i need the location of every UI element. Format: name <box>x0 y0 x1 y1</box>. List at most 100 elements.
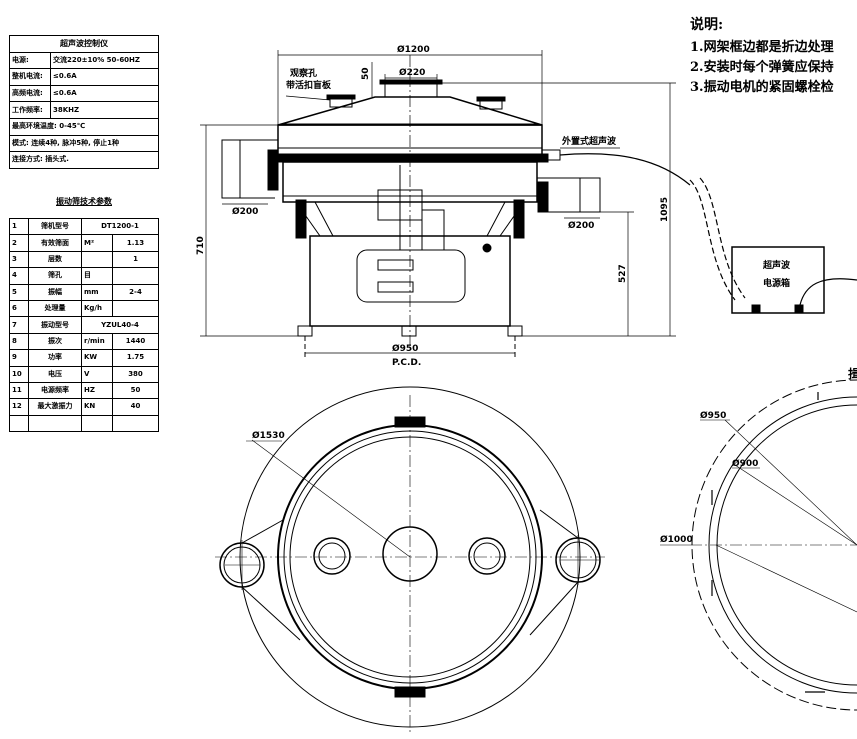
dim-d1200: Ø1200 <box>397 44 430 55</box>
table-cell: 38KHZ <box>50 101 159 119</box>
table-cell: 9 <box>9 349 29 367</box>
table-cell: 电源: <box>9 51 51 70</box>
table-cell: ≤0.6A <box>50 84 159 103</box>
table-cell: 40 <box>112 398 159 416</box>
table-cell: 10 <box>9 365 29 383</box>
ultrasonic-power-box <box>731 246 825 314</box>
spring-right <box>513 199 525 239</box>
dim-710: 710 <box>196 236 206 255</box>
table-cell: 最高环境温度: 0-45℃ <box>9 117 159 136</box>
dim-d950: Ø950 <box>392 343 418 354</box>
dim-d200-left: Ø200 <box>232 206 258 217</box>
params-table-title: 振动筛技术参数 <box>56 197 112 206</box>
foundation-view <box>660 379 857 711</box>
table-cell: 1.75 <box>112 349 159 367</box>
table-row <box>9 414 159 433</box>
table-cell: 3 <box>9 250 29 269</box>
table-cell <box>28 414 82 433</box>
dimensions <box>200 50 676 354</box>
table-cell-label: 最高环境温度: <box>12 122 57 131</box>
table-cell: 7 <box>9 316 29 334</box>
table-cell: M² <box>81 234 113 252</box>
table-cell: 目 <box>81 267 113 285</box>
table-cell <box>112 299 159 318</box>
table-cell: 380 <box>112 365 159 383</box>
table-row: 超声波控制仪 <box>9 35 159 53</box>
ultrasonic-label: 外置式超声波 <box>561 135 617 147</box>
front-view <box>221 55 601 358</box>
table-cell: 电压 <box>28 365 82 383</box>
table-cell: 最大激振力 <box>28 398 82 416</box>
table-cell: 1 <box>9 217 29 236</box>
table-cell-label: 模式: <box>12 138 29 147</box>
notes-block: 说明: 1.网架框边都是折边处理 2.安装时每个弹簧应保持 3.振动电机的紧固螺… <box>690 14 857 98</box>
dim-50: 50 <box>361 67 371 80</box>
dim-d200-right: Ø200 <box>568 220 594 231</box>
controller-table-title: 超声波控制仪 <box>9 35 159 53</box>
table-row: 电源:交流220±10% 50-60HZ <box>9 51 159 70</box>
pcd-label: P.C.D. <box>392 358 421 368</box>
dim-d1530: Ø1530 <box>252 430 285 441</box>
top-inlet <box>384 82 438 98</box>
notes-title: 说明: <box>690 17 724 33</box>
table-cell: 振次 <box>28 332 82 351</box>
table-cell: ≤0.6A <box>50 68 159 86</box>
table-cell <box>81 250 113 269</box>
table-row: 最高环境温度: 0-45℃ <box>9 117 159 136</box>
table-cell: 交流220±10% 50-60HZ <box>50 51 159 70</box>
table-cell: 有效筛面 <box>28 234 82 252</box>
observation-port-label: 观察孔 <box>290 67 317 79</box>
table-cell: 高频电流: <box>9 84 51 103</box>
dim-d220: Ø220 <box>399 67 425 78</box>
table-cell: V <box>81 365 113 383</box>
note-item-3: 3.振动电机的紧固螺栓检 <box>690 80 834 95</box>
dim-527: 527 <box>618 264 628 283</box>
cut-label: 揖 <box>848 366 857 381</box>
table-cell: DT1200-1 <box>81 217 159 236</box>
dim-r900: Ø900 <box>732 458 758 469</box>
table-row: 高频电流:≤0.6A <box>9 84 159 103</box>
table-cell: 4 <box>9 267 29 285</box>
table-cell: 6 <box>9 299 29 318</box>
table-cell: 11 <box>9 381 29 400</box>
table-cell: 5 <box>9 283 29 301</box>
table-cell: 8 <box>9 332 29 351</box>
table-cell <box>9 414 29 433</box>
table-cell: YZUL40-4 <box>81 316 159 334</box>
table-cell: 50 <box>112 381 159 400</box>
table-cell: 层数 <box>28 250 82 269</box>
power-box-label-2: 电源箱 <box>763 277 790 289</box>
top-view <box>215 386 605 735</box>
table-cell-value: 连续4种, 脉冲5种, 停止1种 <box>31 138 120 147</box>
table-row: 模式: 连续4种, 脉冲5种, 停止1种 <box>9 134 159 153</box>
table-cell: 功率 <box>28 349 82 367</box>
table-cell: Kg/h <box>81 299 113 318</box>
dim-r950: Ø950 <box>700 410 726 421</box>
power-box-label-1: 超声波 <box>762 259 791 271</box>
vibration-motor <box>356 249 466 303</box>
ultrasonic-cable <box>559 153 691 186</box>
table-cell: 电源频率 <box>28 381 82 400</box>
table-cell-value: 插头式. <box>45 155 69 164</box>
table-cell: 振幅 <box>28 283 82 301</box>
note-item-1: 1.网架框边都是折边处理 <box>690 40 834 55</box>
dim-1095: 1095 <box>660 197 670 222</box>
table-row: 整机电流:≤0.6A <box>9 68 159 86</box>
table-cell: HZ <box>81 381 113 400</box>
table-cell: KN <box>81 398 113 416</box>
table-cell: mm <box>81 283 113 301</box>
table-cell: KW <box>81 349 113 367</box>
table-cell: 2-4 <box>112 283 159 301</box>
table-cell: 1.13 <box>112 234 159 252</box>
